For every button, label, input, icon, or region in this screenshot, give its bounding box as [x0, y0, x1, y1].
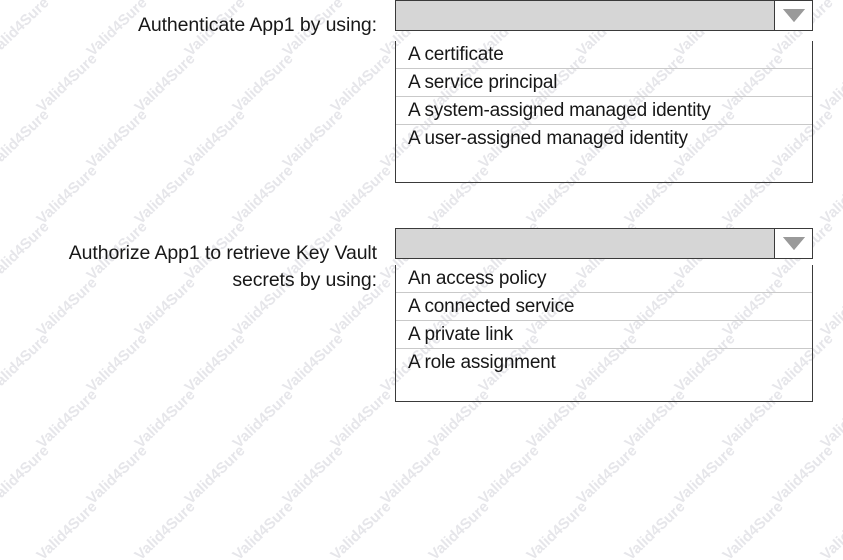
watermark-text: Valid4Sure	[756, 526, 843, 560]
question-label-line: secrets by using:	[232, 269, 377, 291]
dropdown-options-authenticate[interactable]: A certificate A service principal A syst…	[395, 41, 813, 183]
watermark-text: Valid4Sure	[560, 526, 669, 560]
dropdown-option[interactable]: A private link	[396, 321, 812, 349]
chevron-down-icon	[782, 9, 805, 22]
question-label-authorize: Authorize App1 to retrieve Key Vault sec…	[0, 228, 395, 294]
watermark-text: Valid4Sure	[0, 498, 3, 560]
watermark-text: Valid4Sure	[181, 442, 249, 508]
question-label-authenticate: Authenticate App1 by using:	[0, 0, 395, 39]
dropdown-option[interactable]: A role assignment	[408, 352, 556, 373]
watermark-text: Valid4Sure	[131, 498, 199, 560]
dropdown-field-authenticate[interactable]	[395, 0, 813, 31]
dropdown-authorize[interactable]: An access policy A connected service A p…	[395, 228, 813, 402]
watermark-text: Valid4Sure	[769, 442, 837, 508]
watermark-text: Valid4Sure	[425, 498, 493, 560]
watermark-text: Valid4Sure	[0, 526, 82, 560]
dropdown-field-authorize[interactable]	[395, 228, 813, 259]
watermark-text: Valid4Sure	[364, 526, 473, 560]
watermark-text: Valid4Sure	[33, 498, 101, 560]
question-label-line: Authenticate App1 by using:	[137, 14, 377, 36]
watermark-row: Valid4SureValid4SureValid4SureValid4Sure…	[0, 552, 843, 560]
question-row-authenticate: Authenticate App1 by using: A certificat…	[0, 0, 813, 183]
watermark-text: Valid4Sure	[0, 442, 53, 508]
question-row-authorize: Authorize App1 to retrieve Key Vault sec…	[0, 228, 813, 402]
watermark-text: Valid4Sure	[475, 442, 543, 508]
dropdown-toggle-authenticate[interactable]	[774, 1, 812, 30]
dropdown-toggle-authorize[interactable]	[774, 229, 812, 258]
dropdown-option[interactable]: A certificate	[396, 41, 812, 69]
dropdown-selected-value-authenticate[interactable]	[396, 1, 774, 30]
watermark-text: Valid4Sure	[327, 498, 395, 560]
watermark-text: Valid4Sure	[621, 498, 689, 560]
dropdown-option[interactable]: A user-assigned managed identity	[408, 128, 688, 149]
watermark-text: Valid4Sure	[462, 526, 571, 560]
dropdown-authenticate[interactable]: A certificate A service principal A syst…	[395, 0, 813, 183]
watermark-text: Valid4Sure	[523, 498, 591, 560]
watermark-text: Valid4Sure	[168, 526, 277, 560]
watermark-text: Valid4Sure	[573, 442, 641, 508]
dropdown-option[interactable]: A system-assigned managed identity	[396, 97, 812, 125]
watermark-text: Valid4Sure	[229, 498, 297, 560]
chevron-down-icon	[782, 237, 805, 250]
watermark-text: Valid4Sure	[719, 498, 787, 560]
dropdown-option[interactable]: A service principal	[396, 69, 812, 97]
watermark-text: Valid4Sure	[83, 442, 151, 508]
watermark-row: Valid4Sure Valid4Sure Valid4Sure Valid4Sure…	[0, 440, 843, 508]
dropdown-selected-value-authorize[interactable]	[396, 229, 774, 258]
question-label-line: Authorize App1 to retrieve Key Vault	[68, 242, 377, 264]
watermark-text: Valid4Sure	[817, 498, 843, 560]
watermark-text: Valid4Sure	[671, 442, 739, 508]
watermark-text: Valid4Sure	[377, 442, 445, 508]
watermark-text: Valid4Sure	[70, 526, 179, 560]
dropdown-option[interactable]: A connected service	[396, 293, 812, 321]
watermark-text: Valid4Sure	[658, 526, 767, 560]
watermark-text: Valid4Sure	[279, 442, 347, 508]
dropdown-options-authorize[interactable]: An access policy A connected service A p…	[395, 265, 813, 402]
watermark-text: Valid4Sure	[266, 526, 375, 560]
dropdown-option[interactable]: An access policy	[396, 265, 812, 293]
